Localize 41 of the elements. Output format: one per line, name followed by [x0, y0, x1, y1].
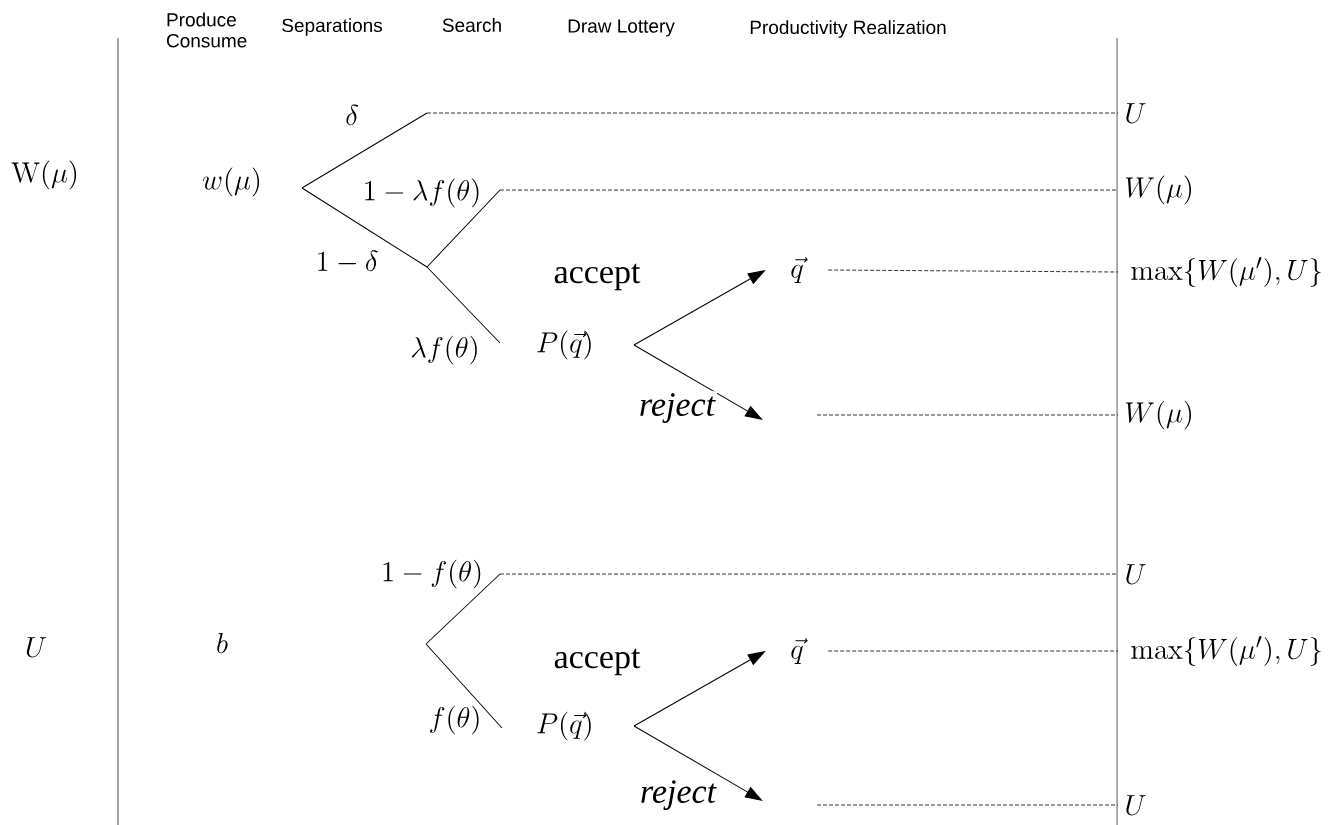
- dashed-line: [827, 269, 1119, 273]
- arrow: [633, 344, 763, 420]
- math-label: $f(\theta)$: [430, 705, 479, 735]
- stage-heading: Separations: [282, 18, 382, 36]
- stage-heading: Search: [442, 18, 501, 32]
- dashed-line: [816, 804, 1119, 806]
- math-label: $\mathrm{W}(\mu)$: [11, 160, 77, 190]
- payoff-text: $U$: [1126, 795, 1146, 816]
- math-label: $b$: [217, 633, 228, 654]
- math-label: $w(\mu)$: [202, 167, 260, 197]
- stage-heading: Productivity Realization: [750, 20, 946, 38]
- payoff-text: $P(\vec{q})$: [537, 711, 591, 741]
- dashed-line: [499, 189, 1119, 191]
- payoff-text: $P(\vec{q})$: [537, 330, 591, 360]
- stage-heading: Produce Consume: [166, 12, 247, 48]
- math-label: $1-\lambda f(\theta)$: [365, 178, 479, 208]
- dashed-line: [827, 650, 1119, 652]
- payoff-text: $\vec{q}$: [791, 637, 808, 665]
- edge-label: reject: [641, 780, 717, 810]
- payoff-text: $\vec{q}$: [791, 256, 808, 284]
- math-label: $\delta$: [346, 104, 358, 126]
- edge-label: reject: [640, 393, 716, 423]
- payoff-text: $U$: [1126, 564, 1146, 585]
- math-label: $1-\delta$: [318, 250, 378, 272]
- dashed-line: [816, 414, 1119, 416]
- math-label: $\lambda f(\theta)$: [411, 335, 477, 365]
- arrow: [633, 725, 763, 801]
- dashed-line: [426, 112, 1119, 114]
- arrow: [633, 651, 765, 727]
- dashed-line: [499, 573, 1119, 575]
- payoff-text: $W(\mu)$: [1125, 175, 1191, 205]
- arrow: [633, 270, 765, 346]
- payoff-text: $U$: [1126, 103, 1146, 124]
- math-label: $U$: [26, 637, 47, 658]
- payoff-text: $\max\{W(\mu'),U\}$: [1131, 257, 1321, 287]
- math-label: $1-f(\theta)$: [383, 559, 481, 589]
- edge-label: accept: [554, 648, 641, 676]
- stage-heading: Draw Lottery: [568, 19, 675, 37]
- edge-label: accept: [554, 263, 641, 291]
- payoff-text: $\max\{W(\mu'),U\}$: [1131, 636, 1321, 666]
- payoff-text: $W(\mu)$: [1125, 400, 1191, 430]
